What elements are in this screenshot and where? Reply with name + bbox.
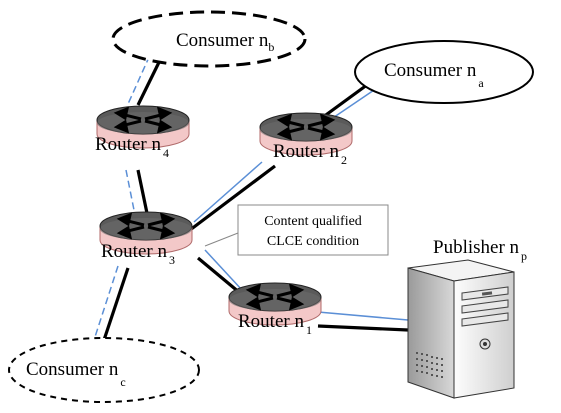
consumer-c-label: Consumer nc xyxy=(26,359,126,389)
consumer-b-label: Consumer nb xyxy=(176,30,274,54)
annotation-line-1: Content qualified xyxy=(264,214,362,229)
link-r3-consumer-c xyxy=(102,267,130,341)
link-lines xyxy=(102,47,409,341)
consumer-b: Consumer nb xyxy=(111,10,307,68)
consumer-a-label: Consumer na xyxy=(384,60,484,90)
link-r3-r2 xyxy=(189,164,276,232)
consumer-c: Consumer nc xyxy=(8,337,200,403)
blue-link-r4-r3 xyxy=(125,169,137,221)
link-r4-r3 xyxy=(136,169,150,219)
blue-link-r3-r1 xyxy=(204,249,243,291)
link-r1-publisher xyxy=(317,324,409,332)
blue-link-r1-publisher xyxy=(317,311,409,321)
blue-link-r3-consumer-c xyxy=(93,265,119,341)
clce-annotation: Content qualified CLCE condition xyxy=(204,204,389,256)
consumer-a: Consumer na xyxy=(354,40,534,104)
blue-link-r3-r2 xyxy=(193,161,263,223)
annotation-line-2: CLCE condition xyxy=(267,234,359,249)
server-icon xyxy=(407,259,515,399)
